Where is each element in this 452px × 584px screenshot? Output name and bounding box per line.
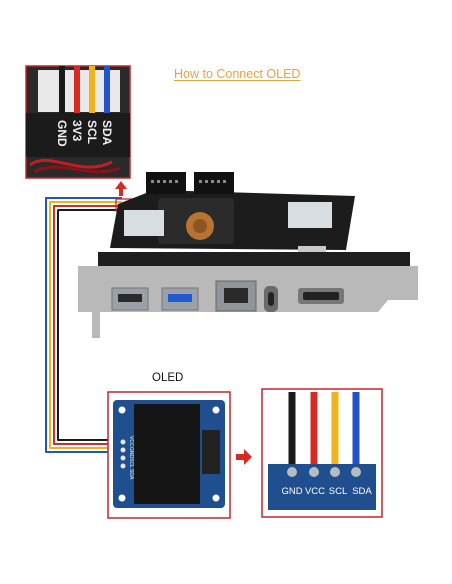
zoom-label-gnd: GND — [55, 120, 69, 147]
pcie-card — [98, 172, 410, 268]
cable-zoom-inset — [25, 65, 131, 179]
zoom-label-sda: SDA — [100, 120, 114, 146]
page-title: How to Connect OLED — [174, 67, 301, 81]
pin-label-sda: SDA — [352, 486, 372, 497]
arrow-up-icon — [115, 181, 127, 196]
oled-cable — [45, 197, 122, 453]
oled-module — [107, 391, 231, 519]
pin-zoom-inset — [261, 388, 383, 518]
zoom-label-scl: SCL — [85, 120, 99, 144]
arrow-right-icon — [236, 449, 252, 465]
oled-pin-gnd: GND — [128, 447, 134, 459]
pin-label-gnd: GND — [281, 486, 302, 497]
pin-label-scl: SCL — [329, 486, 347, 497]
zoom-pin-labels: SDA SCL 3V3 GND — [55, 120, 114, 147]
pin-labels: GND VCC SCL SDA — [281, 486, 372, 497]
pin-label-vcc: VCC — [305, 486, 325, 497]
zoom-label-3v3: 3V3 — [70, 120, 84, 142]
oled-pin-labels: VCC GND SCL SDA — [128, 436, 134, 480]
oled-pin-sda: SDA — [128, 469, 134, 480]
oled-caption: OLED — [152, 372, 184, 384]
oled-pin-vcc: VCC — [128, 436, 134, 447]
pcie-bracket — [78, 266, 418, 338]
oled-pin-scl: SCL — [128, 458, 134, 468]
